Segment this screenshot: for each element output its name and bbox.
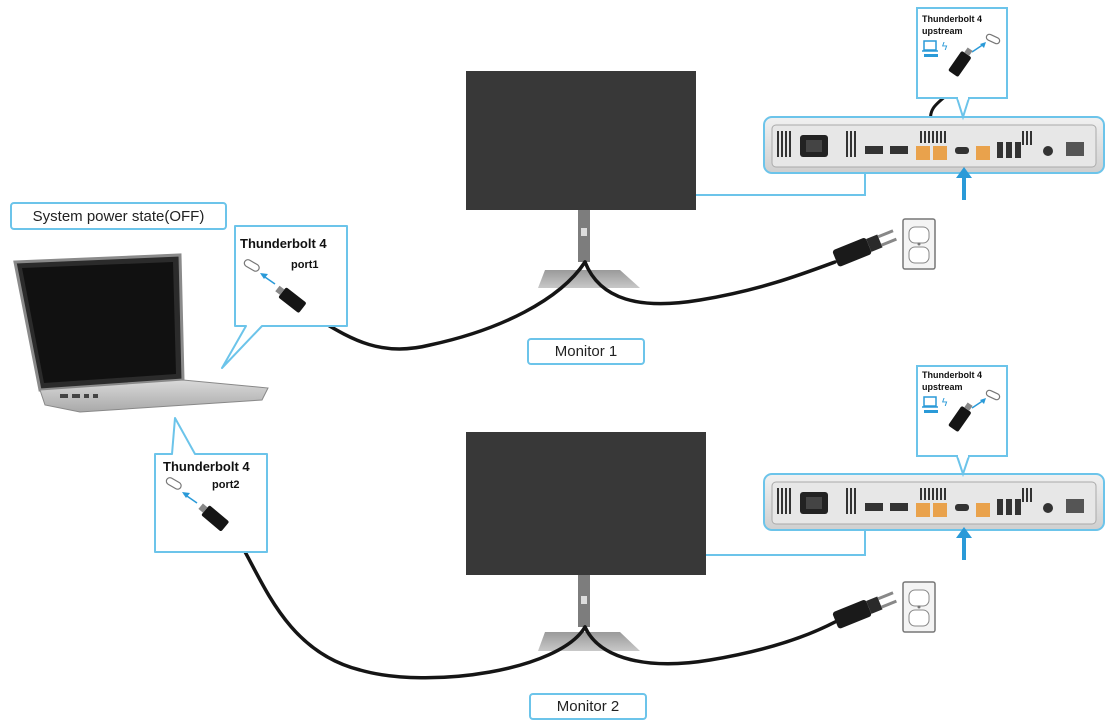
power-plug-1: [832, 229, 897, 267]
thunderbolt-icon: ϟ: [941, 40, 948, 53]
port2-callout: Thunderbolt 4 port2: [154, 417, 268, 553]
wall-outlet-1: [902, 218, 936, 270]
cable-tb-monitor-1: [293, 260, 587, 351]
monitor-1-label: Monitor 1: [527, 338, 645, 365]
monitor-2-label-text: Monitor 2: [556, 698, 620, 715]
port1-label: port1: [291, 259, 319, 271]
upstream-1-title: Thunderbolt 4: [922, 14, 982, 24]
system-power-state-text: System power state(OFF): [32, 207, 205, 225]
monitor-2: [466, 432, 706, 651]
monitor-1: [466, 71, 696, 288]
usb-c-port-icon: [985, 33, 1001, 45]
upstream-1-sub: upstream: [922, 26, 963, 36]
laptop-icon: [923, 396, 937, 407]
monitor-1-label-text: Monitor 1: [554, 343, 618, 360]
laptop: [13, 253, 269, 413]
cable-tb-monitor-2: [230, 528, 587, 680]
usb-c-plug-icon: [948, 51, 971, 77]
monitor-1-screen: [466, 71, 696, 210]
upstream-2-title: Thunderbolt 4: [922, 370, 982, 380]
power-plug-2: [832, 591, 897, 629]
leader-line-1: [696, 173, 866, 196]
system-power-state-label: System power state(OFF): [10, 202, 227, 230]
wall-outlet-2: [902, 581, 936, 633]
upstream-arrow-2: [956, 527, 972, 560]
usb-c-port-icon: [165, 477, 182, 490]
leader-line-2: [706, 530, 866, 556]
rear-panel-2: [763, 473, 1105, 531]
usb-c-port-icon: [243, 259, 260, 272]
upstream-arrow-1: [956, 167, 972, 200]
rear-panel-1: [763, 116, 1105, 174]
usb-c-plug-icon: [201, 505, 229, 531]
power-cable-monitor-2: [583, 620, 837, 666]
monitor-2-screen: [466, 432, 706, 575]
port1-title: Thunderbolt 4: [240, 236, 327, 251]
upstream-callout-1: Thunderbolt 4 upstream ϟ: [916, 7, 1008, 121]
usb-c-plug-icon: [948, 406, 971, 432]
port2-label: port2: [212, 479, 240, 491]
usb-c-port-icon: [985, 389, 1001, 401]
upstream-2-sub: upstream: [922, 382, 963, 392]
upstream-callout-2: Thunderbolt 4 upstream ϟ: [916, 365, 1008, 478]
monitor-2-label: Monitor 2: [529, 693, 647, 720]
port1-callout: Thunderbolt 4 port1: [221, 225, 348, 369]
usb-c-plug-icon: [278, 287, 306, 313]
power-cable-monitor-1: [583, 260, 837, 306]
port2-title: Thunderbolt 4: [163, 459, 250, 474]
laptop-icon: [923, 40, 937, 51]
thunderbolt-icon: ϟ: [941, 396, 948, 409]
